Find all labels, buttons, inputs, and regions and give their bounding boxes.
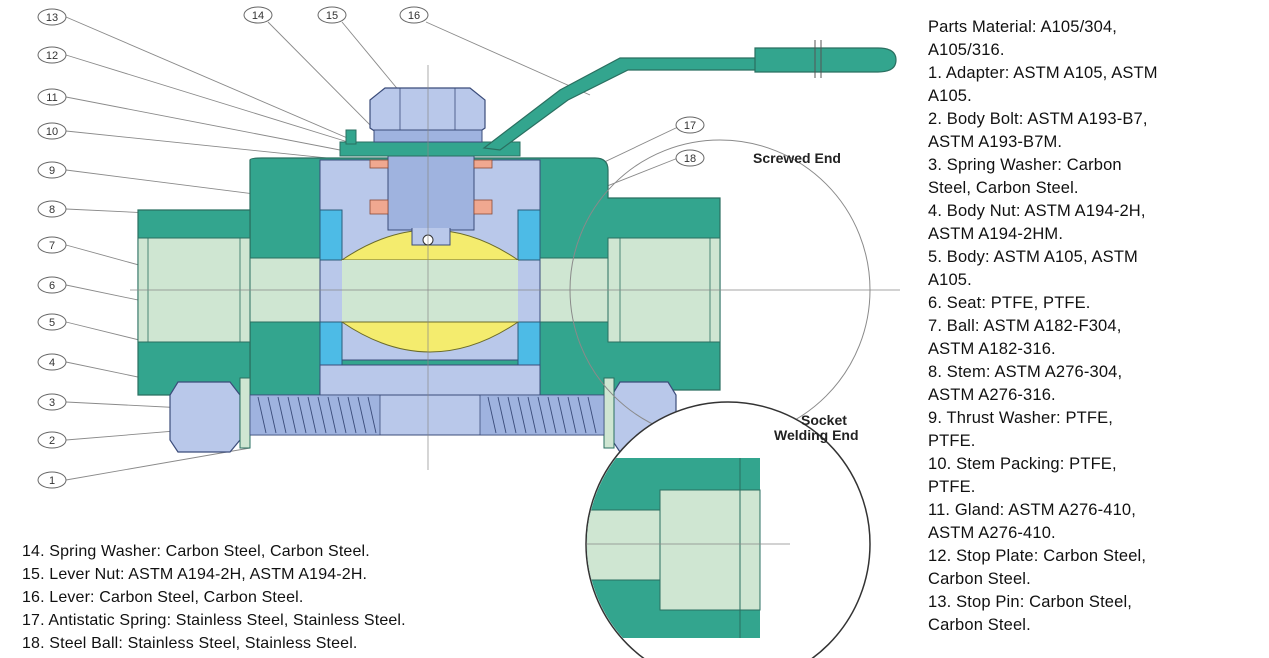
- callout-14: 14: [243, 6, 273, 24]
- callout-15: 15: [317, 6, 347, 24]
- svg-text:2: 2: [49, 435, 55, 447]
- svg-text:8: 8: [49, 204, 55, 216]
- materials-list-right: Parts Material: A105/304, A105/316. 1. A…: [928, 16, 1258, 637]
- materials-line: 6. Seat: PTFE, PTFE.: [928, 294, 1091, 312]
- callout-2: 2: [37, 431, 67, 449]
- callout-3: 3: [37, 393, 67, 411]
- materials-line: A105/316.: [928, 41, 1005, 59]
- materials-line: Carbon Steel.: [928, 616, 1031, 634]
- callout-17: 17: [675, 116, 705, 134]
- callout-5: 5: [37, 313, 67, 331]
- materials-line: 15. Lever Nut: ASTM A194-2H, ASTM A194-2…: [22, 566, 368, 583]
- socket-label-line1: Socket: [801, 412, 847, 428]
- svg-text:18: 18: [684, 153, 696, 165]
- svg-text:14: 14: [252, 10, 264, 22]
- materials-line: A105.: [928, 271, 972, 289]
- svg-text:3: 3: [49, 397, 55, 409]
- callout-4: 4: [37, 353, 67, 371]
- svg-text:11: 11: [46, 92, 57, 104]
- materials-line: ASTM A276-410.: [928, 524, 1056, 542]
- svg-text:7: 7: [49, 240, 55, 252]
- materials-line: PTFE.: [928, 432, 976, 450]
- callout-18: 18: [675, 149, 705, 167]
- callout-11: 11: [37, 88, 67, 106]
- callout-bubbles: 13 12 11 10 9 8 7 6 5 4 3 2 1 14 15 16 1…: [37, 6, 705, 489]
- materials-line: ASTM A276-316.: [928, 386, 1056, 404]
- materials-line: 10. Stem Packing: PTFE,: [928, 455, 1117, 473]
- svg-text:5: 5: [49, 317, 55, 329]
- svg-text:16: 16: [408, 10, 420, 22]
- svg-text:12: 12: [46, 50, 58, 62]
- materials-line: 4. Body Nut: ASTM A194-2H,: [928, 202, 1146, 220]
- materials-line: 18. Steel Ball: Stainless Steel, Stainle…: [22, 635, 358, 652]
- materials-line: 1. Adapter: ASTM A105, ASTM: [928, 64, 1158, 82]
- callout-1: 1: [37, 471, 67, 489]
- materials-line: 16. Lever: Carbon Steel, Carbon Steel.: [22, 589, 304, 606]
- materials-list-bottom: 14. Spring Washer: Carbon Steel, Carbon …: [22, 540, 622, 655]
- center-lines: [130, 65, 900, 470]
- materials-line: 12. Stop Plate: Carbon Steel,: [928, 547, 1147, 565]
- callout-6: 6: [37, 276, 67, 294]
- materials-line: 7. Ball: ASTM A182-F304,: [928, 317, 1122, 335]
- lever: [482, 40, 897, 151]
- materials-line: 2. Body Bolt: ASTM A193-B7,: [928, 110, 1148, 128]
- materials-line: Parts Material: A105/304,: [928, 18, 1118, 36]
- callout-8: 8: [37, 200, 67, 218]
- callout-13: 13: [37, 8, 67, 26]
- socket-label-line2: Welding End: [774, 427, 859, 443]
- callout-10: 10: [37, 122, 67, 140]
- materials-line: Steel, Carbon Steel.: [928, 179, 1079, 197]
- body-bolt: [169, 377, 677, 453]
- materials-line: PTFE.: [928, 478, 976, 496]
- materials-line: 17. Antistatic Spring: Stainless Steel, …: [22, 612, 406, 629]
- svg-text:13: 13: [46, 12, 58, 24]
- materials-line: Carbon Steel.: [928, 570, 1031, 588]
- materials-line: ASTM A193-B7M.: [928, 133, 1063, 151]
- svg-text:6: 6: [49, 280, 55, 292]
- stem-assembly: [339, 87, 521, 246]
- svg-text:4: 4: [49, 357, 55, 369]
- materials-line: ASTM A194-2HM.: [928, 225, 1064, 243]
- callout-12: 12: [37, 46, 67, 64]
- materials-line: 13. Stop Pin: Carbon Steel,: [928, 593, 1133, 611]
- materials-line: 9. Thrust Washer: PTFE,: [928, 409, 1113, 427]
- svg-text:17: 17: [684, 120, 696, 132]
- screwed-end-label: Screwed End: [753, 150, 841, 166]
- materials-line: 11. Gland: ASTM A276-410,: [928, 501, 1136, 519]
- detail-circles: [569, 139, 871, 658]
- svg-text:9: 9: [49, 165, 55, 177]
- callout-16: 16: [399, 6, 429, 24]
- svg-text:10: 10: [46, 126, 58, 138]
- materials-line: 3. Spring Washer: Carbon: [928, 156, 1122, 174]
- materials-line: 14. Spring Washer: Carbon Steel, Carbon …: [22, 543, 370, 560]
- materials-line: 8. Stem: ASTM A276-304,: [928, 363, 1123, 381]
- materials-line: A105.: [928, 87, 972, 105]
- callout-7: 7: [37, 236, 67, 254]
- svg-text:15: 15: [326, 10, 338, 22]
- svg-text:1: 1: [49, 475, 55, 487]
- callout-9: 9: [37, 161, 67, 179]
- materials-line: ASTM A182-316.: [928, 340, 1056, 358]
- materials-line: 5. Body: ASTM A105, ASTM: [928, 248, 1138, 266]
